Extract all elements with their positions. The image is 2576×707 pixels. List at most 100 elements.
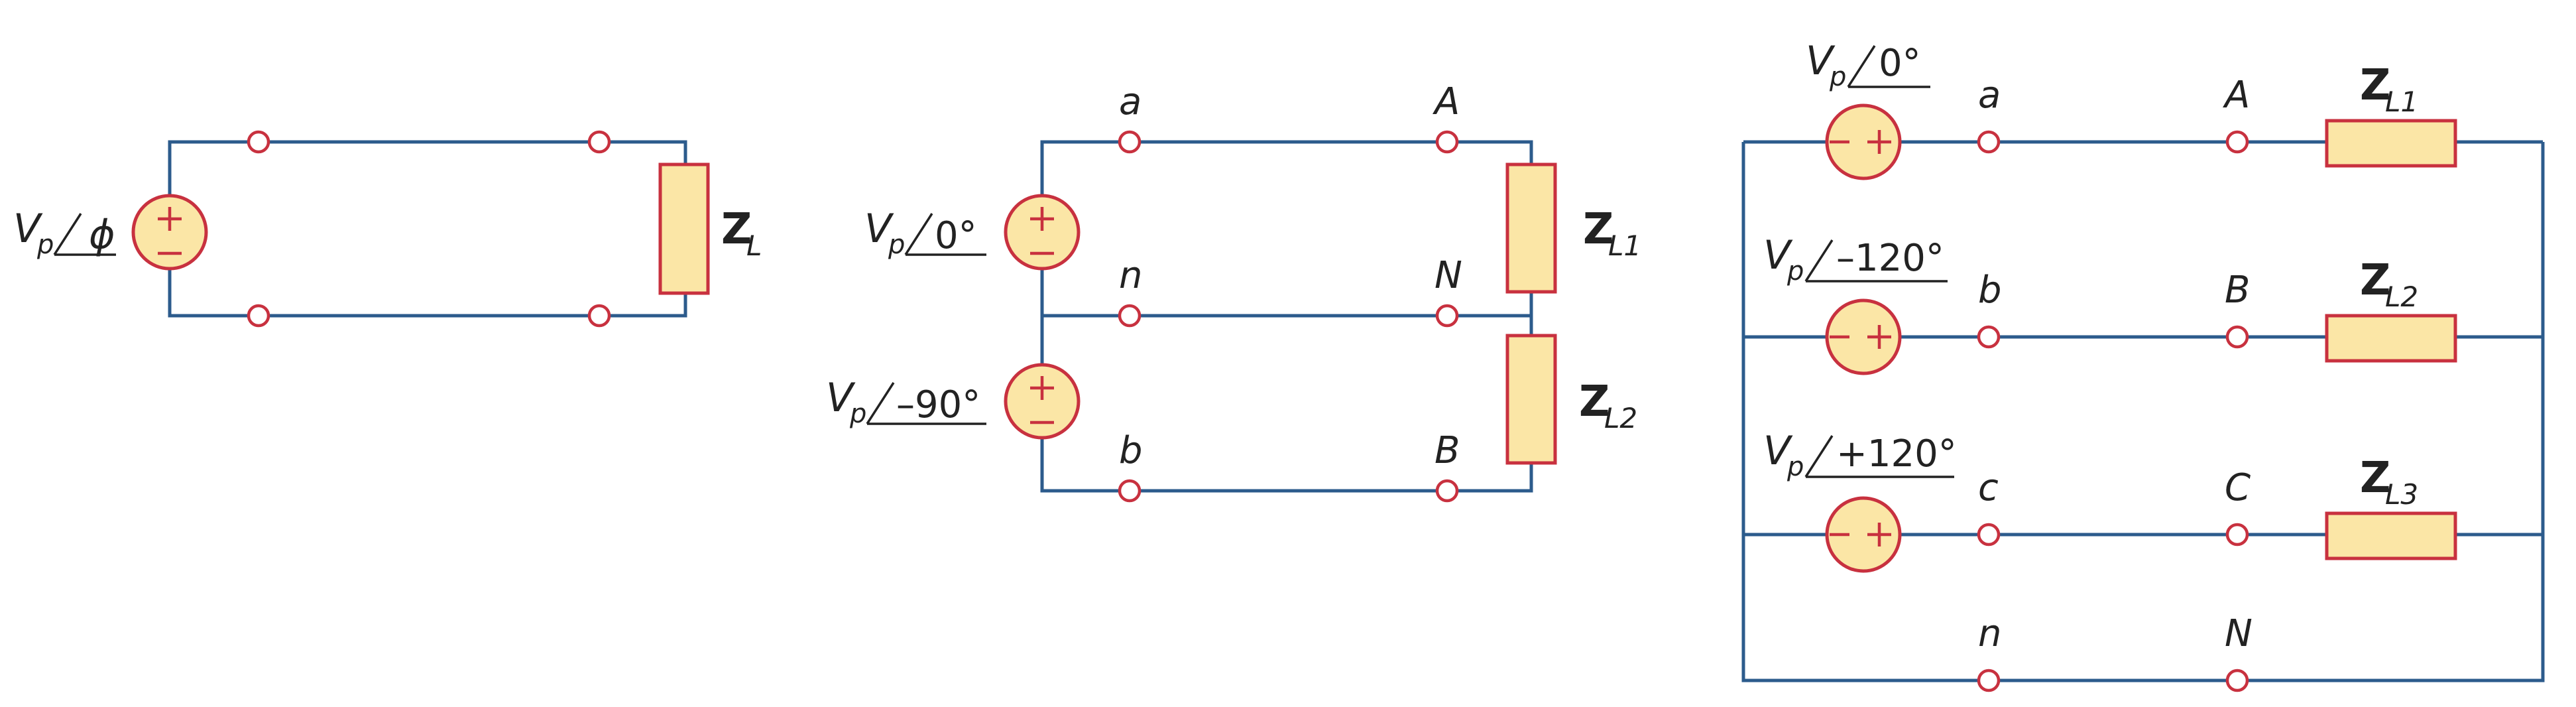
d3-node-a: a: [1978, 74, 2001, 117]
d3-node-N: N: [2225, 612, 2253, 655]
d1-terminal-top-right: [587, 130, 611, 154]
d3-voltage-source-2: [1825, 298, 1902, 375]
d3-node-B: B: [2225, 269, 2250, 312]
d2-source1-angle-symbol: [904, 213, 986, 256]
d2-voltage-source-1: [1004, 194, 1081, 271]
d2-load2-z: Z: [1579, 377, 1610, 426]
d3-terminal-A: [2225, 130, 2249, 154]
d3-source2-sub: p: [1786, 256, 1804, 287]
d2-node-N: N: [1434, 254, 1462, 297]
two-phase-circuit: V p 0° V p –90° a A n N b B Z L1 Z L2: [826, 80, 1641, 503]
d3-node-b: b: [1978, 269, 2002, 312]
d3-source3-sub: p: [1786, 452, 1804, 482]
d1-load-label: Z L: [721, 205, 762, 262]
d3-terminal-N: [2225, 669, 2249, 692]
d2-wire-bottom: [1040, 436, 1533, 493]
d3-load1-z: Z: [2360, 61, 2390, 110]
d1-terminal-top-left: [247, 130, 270, 154]
d3-source1-angle-symbol: [1847, 45, 1930, 88]
d1-source-v: V: [13, 206, 43, 252]
d3-source3-angle: +120°: [1836, 432, 1957, 476]
d3-source1-label: V p 0°: [1806, 38, 1930, 92]
d2-source1-label: V p 0°: [864, 206, 986, 260]
d2-node-n: n: [1119, 254, 1143, 297]
d3-source1-angle: 0°: [1879, 42, 1921, 85]
d3-load2-z: Z: [2360, 256, 2390, 305]
d1-terminal-bottom-left: [247, 304, 270, 328]
d3-terminal-a: [1977, 130, 2001, 154]
d2-wire-neutral: [1040, 269, 1533, 336]
d1-load-sub: L: [746, 229, 762, 262]
d3-source1-circle: [1825, 103, 1902, 180]
d1-source-circle: [131, 194, 208, 271]
d2-source1-circle: [1004, 194, 1081, 271]
d3-node-A: A: [2223, 74, 2250, 117]
d3-load1-sub: L1: [2385, 86, 2418, 118]
d3-terminal-C: [2225, 523, 2249, 546]
three-phase-circuit: V p 0° V p –120° V p +120° a A b B c C n…: [1741, 38, 2545, 692]
d2-source1-angle: 0°: [935, 214, 977, 257]
d2-node-b: b: [1119, 429, 1143, 472]
d3-source2-angle-symbol: [1804, 239, 1948, 283]
d3-source1-sub: p: [1829, 62, 1846, 92]
d1-voltage-source: [131, 194, 208, 271]
d2-node-B: B: [1434, 429, 1460, 472]
d3-source2-plus: [1867, 325, 1891, 349]
d3-node-c: c: [1978, 466, 1999, 509]
d3-load-impedance-1: [2325, 119, 2457, 168]
d3-load-impedance-2: [2325, 314, 2457, 363]
d3-source3-v: V: [1763, 428, 1793, 474]
d2-terminal-A: [1435, 130, 1459, 154]
d3-wire-frame: [1741, 142, 2545, 682]
d3-source2-label: V p –120°: [1763, 232, 1948, 287]
d2-load2-sub: L2: [1604, 402, 1637, 434]
d1-source-angle: ϕ: [89, 212, 115, 258]
d2-source2-angle-symbol: [866, 382, 986, 425]
d3-terminal-b: [1977, 325, 2001, 349]
d3-source3-circle: [1825, 496, 1902, 573]
d3-load2-label: Z L2: [2360, 256, 2418, 313]
d3-load2-sub: L2: [2385, 281, 2418, 313]
d2-terminal-a: [1118, 130, 1142, 154]
d1-wires: [168, 140, 687, 318]
d2-load2-label: Z L2: [1579, 377, 1637, 434]
d1-source-plus: [158, 207, 182, 231]
single-phase-circuit: V p ϕ Z L: [13, 130, 762, 328]
d3-load-impedance-3: [2325, 511, 2457, 560]
d3-node-n: n: [1978, 612, 2002, 655]
d2-load1-z: Z: [1583, 205, 1613, 254]
d1-source-sub: p: [36, 229, 54, 260]
d2-terminal-n: [1118, 304, 1142, 328]
d2-wire-top: [1040, 140, 1533, 197]
d2-source1-plus: [1030, 207, 1054, 231]
d2-terminal-B: [1435, 479, 1459, 503]
d3-source2-angle: –120°: [1836, 237, 1944, 280]
d3-terminal-n: [1977, 669, 2001, 692]
d3-node-C: C: [2225, 466, 2251, 509]
d2-load1-sub: L1: [1608, 229, 1641, 262]
d2-source1-v: V: [864, 206, 894, 252]
d2-node-A: A: [1433, 80, 1460, 123]
d3-voltage-source-1: [1825, 103, 1902, 180]
d3-source1-v: V: [1806, 38, 1836, 84]
d3-source3-label: V p +120°: [1763, 428, 1957, 482]
d2-source2-v: V: [826, 375, 856, 421]
d3-load3-z: Z: [2360, 454, 2390, 503]
d3-load1-label: Z L1: [2360, 61, 2418, 118]
d2-load1-label: Z L1: [1583, 205, 1641, 262]
d1-source-label: V p ϕ: [13, 206, 116, 260]
d1-angle-symbol: [53, 213, 116, 256]
d3-load3-label: Z L3: [2360, 454, 2418, 511]
d3-source3-plus: [1867, 523, 1891, 546]
d3-terminal-c: [1977, 523, 2001, 546]
d2-source1-sub: p: [888, 229, 905, 260]
d2-terminal-N: [1435, 304, 1459, 328]
d3-source2-v: V: [1763, 232, 1793, 279]
d2-source2-sub: p: [849, 399, 866, 429]
d1-load-impedance: [658, 162, 710, 295]
d2-voltage-source-2: [1004, 363, 1081, 440]
d3-source2-circle: [1825, 298, 1902, 375]
d2-load-impedance-2: [1505, 334, 1557, 465]
d2-source2-label: V p –90°: [826, 375, 986, 429]
